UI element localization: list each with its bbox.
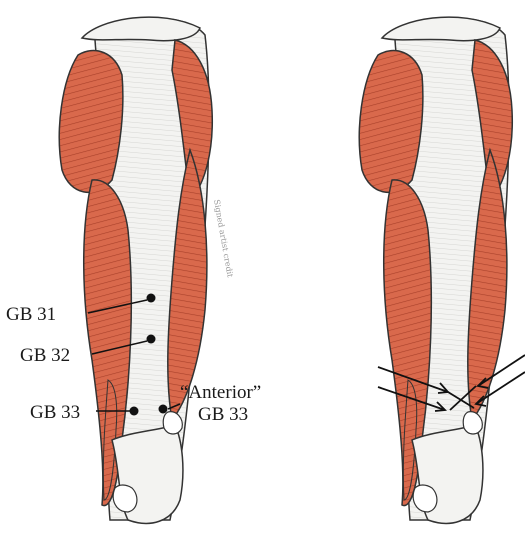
gb33-label: GB 33 <box>30 402 80 423</box>
gb32-label: GB 32 <box>20 345 70 366</box>
left-iliac-crest <box>82 17 200 41</box>
left-patella <box>113 485 137 512</box>
right-patella <box>413 485 437 512</box>
anterior-gb33-point <box>159 405 168 414</box>
left-thigh-illustration: Signed artist credit <box>59 17 234 523</box>
right-gluteus-muscle <box>359 51 423 193</box>
anterior-gb33-label-line2: GB 33 <box>198 404 248 425</box>
gb33-point <box>130 407 139 416</box>
right-iliac-crest <box>382 17 500 41</box>
gb31-point <box>147 294 156 303</box>
left-gluteus-muscle <box>59 51 123 193</box>
gb31-label: GB 31 <box>6 304 56 325</box>
gb32-point <box>147 335 156 344</box>
anterior-gb33-label-line1: “Anterior” <box>180 382 261 403</box>
artist-signature: Signed artist credit <box>212 199 235 279</box>
right-thigh-illustration <box>359 17 525 523</box>
